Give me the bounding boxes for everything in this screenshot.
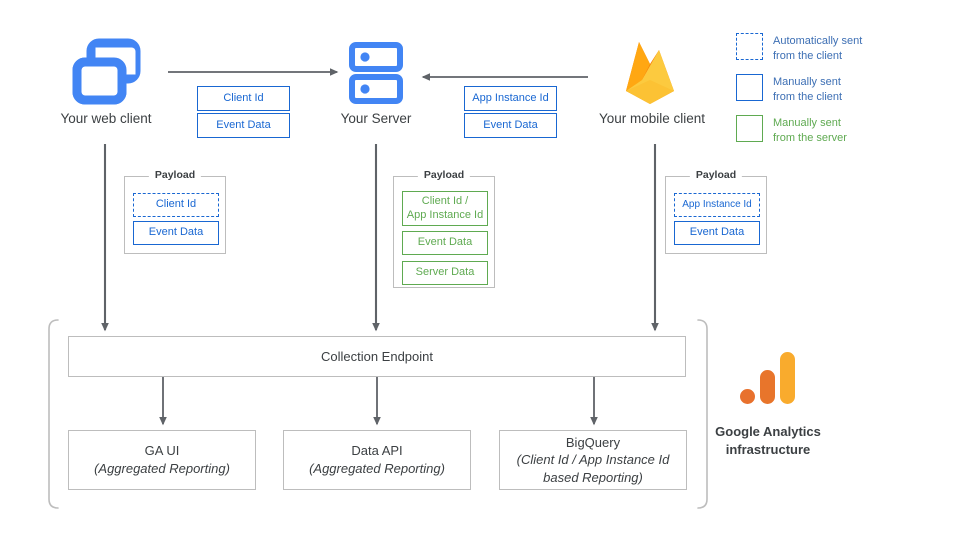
infrastructure-bracket-left [48,319,59,509]
legend-line-1: Manually sent [773,117,841,130]
payload-server-item-event-data: Event Data [402,231,488,255]
firebase-flame-icon [626,42,674,104]
legend-item-auto-client: Automatically sent from the client [736,33,946,63]
payload-mobile: Payload App Instance Id Event Data [665,169,767,254]
legend-line-2: from the client [773,90,843,103]
output-data-api-title: Data API [351,443,403,459]
output-ga-ui-title: GA UI [144,443,180,459]
collection-endpoint-box[interactable]: Collection Endpoint [68,336,686,377]
output-data-api-subtitle: (Aggregated Reporting) [309,461,445,476]
output-bigquery-subtitle-line2: based Reporting) [543,469,643,485]
legend-item-manual-server: Manually sent from the server [736,115,946,145]
payload-web-item-client-id: Client Id [133,193,219,217]
transfer-chip-app-instance-id: App Instance Id [464,86,557,111]
payload-web: Payload Client Id Event Data [124,169,226,254]
dashed-blue-square-icon [736,33,763,60]
server-rack-icon [349,42,403,104]
web-client-node [62,34,150,110]
legend-label-manual-client: Manually sent from the client [773,74,842,104]
output-box-ga-ui[interactable]: GA UI (Aggregated Reporting) [68,430,256,490]
legend: Automatically sent from the client Manua… [736,33,946,145]
google-analytics-caption: Google Analytics infrastructure [690,423,846,458]
output-box-data-api[interactable]: Data API (Aggregated Reporting) [283,430,471,490]
output-box-bigquery[interactable]: BigQuery (Client Id / App Instance Id ba… [499,430,687,490]
mobile-client-label: Your mobile client [598,111,706,126]
legend-label-auto-client: Automatically sent from the client [773,33,862,63]
windows-icon [72,38,141,105]
solid-blue-square-icon [736,74,763,102]
payload-mobile-title: Payload [689,169,743,181]
google-analytics-logo-icon [740,352,795,404]
payload-server-item-ids-line2: App Instance Id [406,208,484,221]
ga-caption-line-2: infrastructure [725,441,811,457]
legend-line-2: from the client [773,49,843,62]
solid-green-square-icon [736,115,763,143]
payload-server-title: Payload [417,169,471,181]
legend-line-1: Automatically sent [773,35,863,47]
ga-caption-line-1: Google Analytics [715,424,821,439]
payload-server-item-server-data: Server Data [402,261,488,285]
output-ga-ui-subtitle: (Aggregated Reporting) [94,461,230,476]
google-analytics-logo [737,348,799,410]
legend-label-manual-server: Manually sent from the server [773,115,847,145]
transfer-chip-event-data-mobile: Event Data [464,113,557,138]
legend-line-1: Manually sent [773,76,841,89]
legend-item-manual-client: Manually sent from the client [736,74,946,104]
mobile-client-node [617,36,683,108]
infrastructure-bracket-right [697,319,708,509]
transfer-chip-client-id: Client Id [197,86,290,111]
legend-line-2: from the server [773,131,847,144]
output-bigquery-title: BigQuery [565,434,621,450]
payload-server-item-ids-line1: Client Id / [421,194,469,207]
server-node [349,42,403,106]
web-client-label: Your web client [60,111,152,126]
payload-web-title: Payload [148,169,202,181]
output-bigquery-subtitle-line1: (Client Id / App Instance Id [516,452,670,468]
payload-web-item-event-data: Event Data [133,221,219,245]
transfer-chip-event-data: Event Data [197,113,290,138]
payload-mobile-item-app-instance-id: App Instance Id [674,193,760,217]
payload-server-item-ids: Client Id / App Instance Id [402,191,488,226]
server-label: Your Server [340,111,412,126]
payload-mobile-item-event-data: Event Data [674,221,760,245]
payload-server: Payload Client Id / App Instance Id Even… [393,169,495,288]
